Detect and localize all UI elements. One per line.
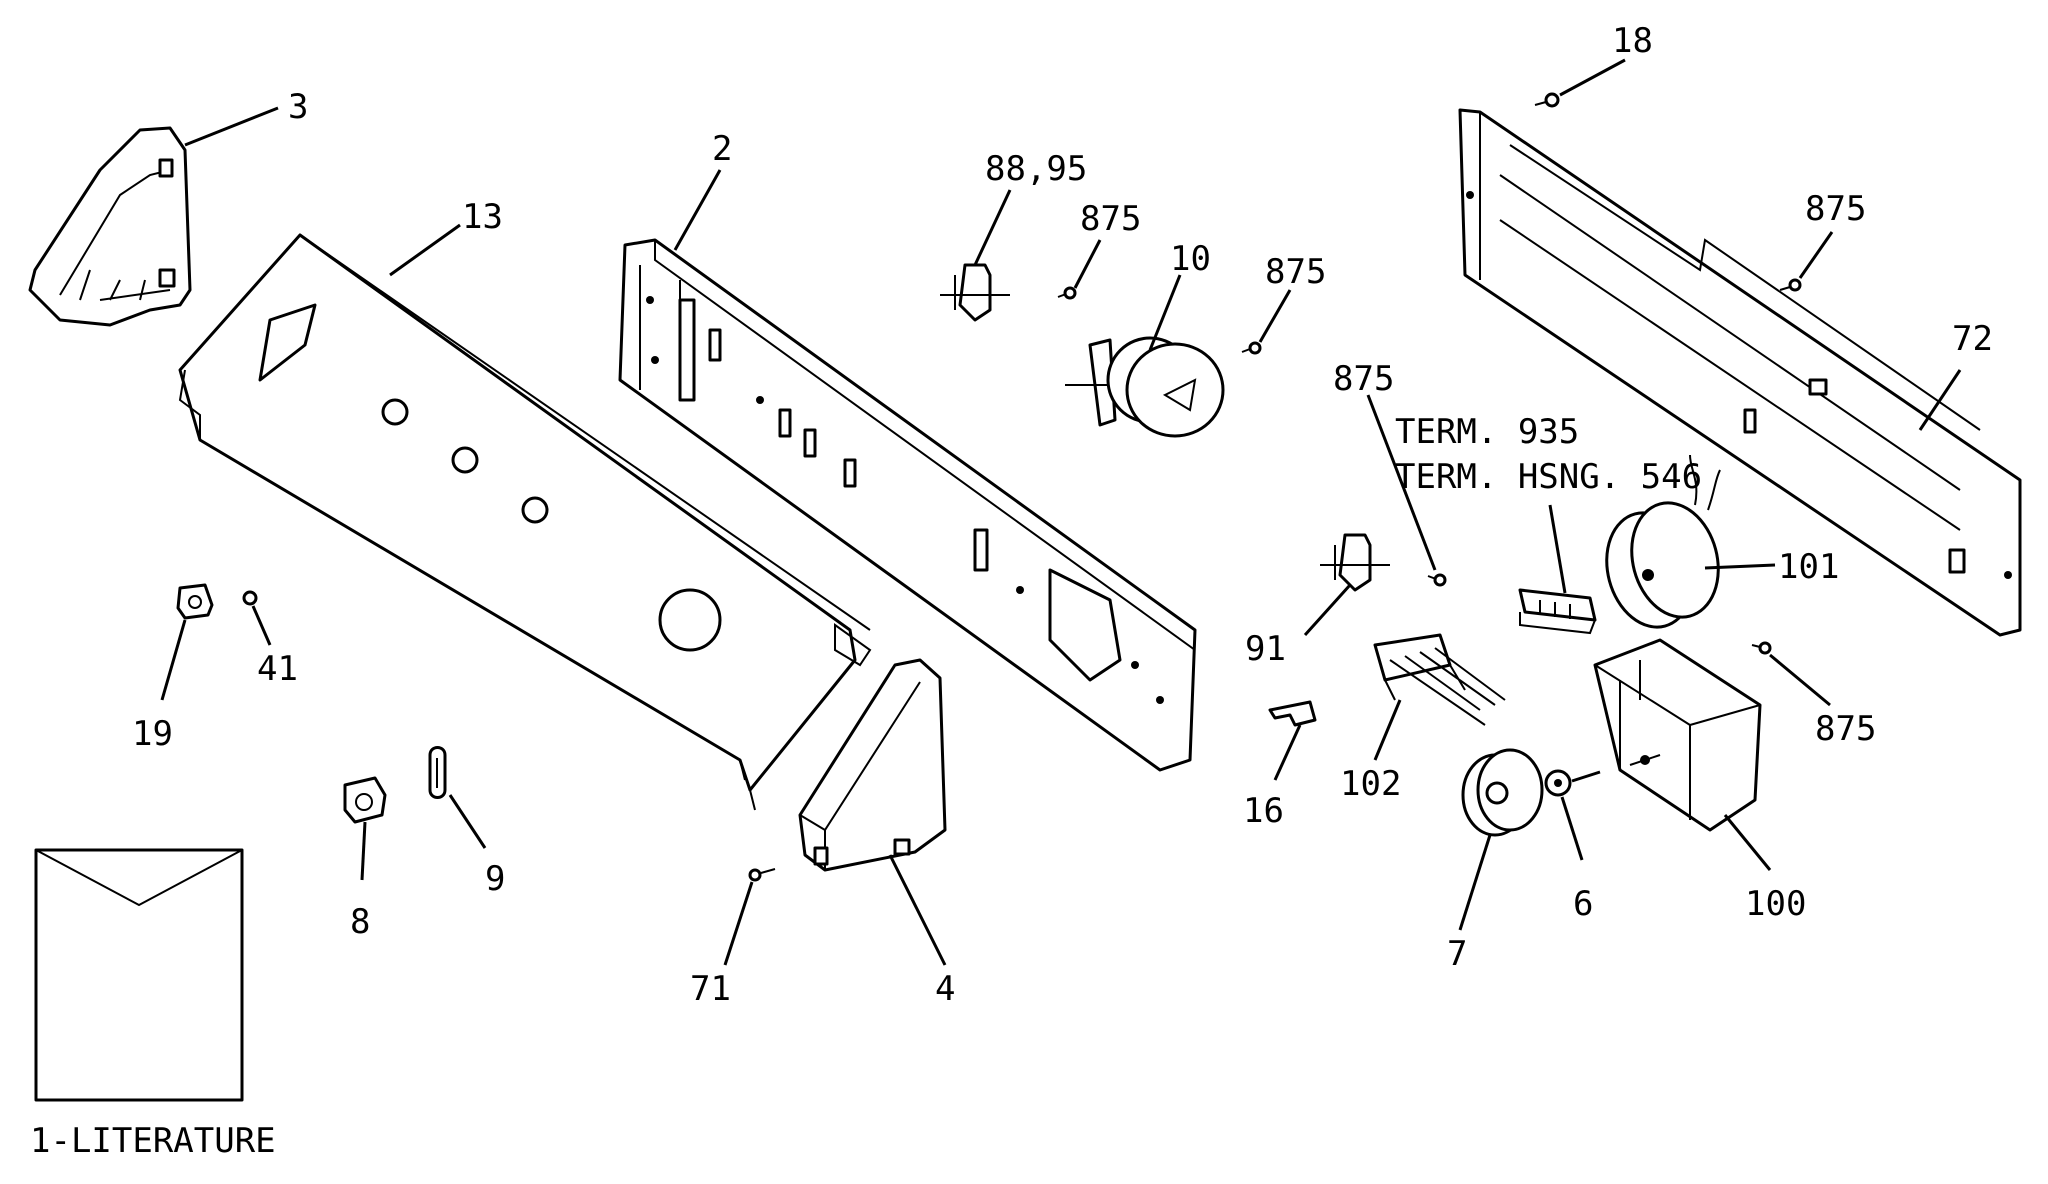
leader-16 [1273,724,1302,781]
leader-term [1548,504,1567,594]
leader-4 [888,854,947,966]
callout-6: 6 [1573,884,1593,924]
callout-102: 102 [1340,764,1401,804]
leader-101 [1704,563,1776,570]
screw-18 [1534,92,1560,108]
part-9-clip [428,746,447,799]
leader-3 [184,106,279,147]
callout-8: 8 [350,902,370,942]
leader-72 [1918,369,1962,431]
leader-875-e [1769,653,1831,707]
part-91-switch [1320,533,1390,592]
part-72-rear-panel [1458,108,2022,637]
callout-7: 7 [1447,934,1467,974]
callout-3: 3 [288,87,308,127]
screw-71 [748,868,776,882]
callout-101: 101 [1778,547,1839,587]
part-2-backsplash-bracket [618,238,1197,772]
screw-875-c [1779,278,1802,292]
callout-100: 100 [1745,884,1806,924]
screw-875-a [1057,286,1077,300]
callout-9: 9 [485,859,505,899]
leader-6b [1571,770,1601,783]
callout-10: 10 [1170,239,1211,279]
terminal-housing [1518,588,1597,635]
part-100-timer [1593,638,1762,832]
callout-4: 4 [935,969,955,1009]
callout-875-d: 875 [1333,359,1394,399]
literature-label: 1-LITERATURE [30,1121,276,1161]
part-13-control-panel [178,233,872,811]
leader-19 [160,619,187,701]
callout-88-95: 88,95 [985,149,1087,189]
leader-8 [360,821,367,881]
part-8-knob [343,776,387,824]
panel-knob-hole-2 [451,446,479,474]
callout-19: 19 [132,714,173,754]
part-102-terminal-block [1373,633,1506,726]
leader-875-a [1073,239,1102,289]
part-88-95-switch [940,263,1010,322]
callout-875-b: 875 [1265,252,1326,292]
term-hsng-546-label: TERM. HSNG. 546 [1395,457,1702,497]
term-935-label: TERM. 935 [1395,412,1579,452]
leader-88 [973,189,1012,266]
callout-13: 13 [462,197,503,237]
leader-41 [251,605,272,646]
leader-102 [1373,699,1402,761]
screw-875-b [1241,341,1262,355]
part-19-knob [176,583,214,620]
leader-71 [723,881,754,966]
leader-13 [389,223,461,277]
part-41-clip [242,590,258,606]
leader-875-d [1366,394,1437,571]
callout-16: 16 [1243,791,1284,831]
callout-41: 41 [257,649,298,689]
leader-875-c [1798,231,1834,279]
leader-18 [1559,58,1626,97]
callout-2: 2 [712,129,732,169]
panel-knob-hole-3 [521,496,549,524]
callout-18: 18 [1612,21,1653,61]
callout-91: 91 [1245,629,1286,669]
part-10-rotary-switch [1065,336,1225,438]
callout-71: 71 [690,969,731,1009]
callout-875-e: 875 [1815,709,1876,749]
callout-72: 72 [1952,319,1993,359]
callout-875-a: 875 [1080,199,1141,239]
leader-9 [448,794,487,849]
literature-envelope-icon [34,848,244,1102]
panel-knob-hole-1 [381,398,409,426]
leader-7 [1458,834,1492,931]
part-101-motor [1605,454,1721,629]
leader-91 [1303,583,1352,637]
panel-timer-hole [658,588,722,652]
leader-875-b [1258,289,1292,343]
screw-875-e [1751,641,1772,655]
leader-100 [1723,814,1772,871]
leader-2 [673,169,722,251]
leader-6 [1560,796,1584,861]
part-7-dial-knob [1461,748,1544,837]
screw-875-d [1427,573,1447,587]
part-6-nut [1544,769,1572,797]
part-16-knob-stem [1268,700,1317,727]
part-4-right-end-cap [798,658,947,872]
leader-10 [1148,274,1182,351]
part-3-left-end-cap [28,126,192,327]
callout-875-c: 875 [1805,189,1866,229]
